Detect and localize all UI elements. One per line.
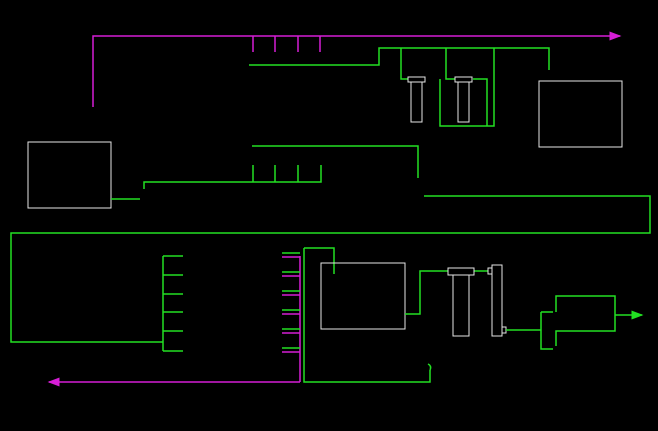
top-green-line: [249, 47, 550, 70]
column-bottom: [447, 267, 475, 337]
left-green-comb: [162, 255, 183, 352]
box-center: [320, 262, 406, 330]
output-network: [506, 295, 616, 350]
vertical-bar: [487, 264, 507, 337]
column-loop-line: [400, 48, 495, 127]
top-magenta-line: [92, 31, 622, 107]
box-top-right: [538, 80, 623, 148]
bottom-hook: [427, 363, 432, 371]
center-to-column-line: [405, 270, 488, 315]
middle-green-upper-line: [252, 145, 419, 178]
right-comb: [282, 252, 301, 382]
center-green-bus: [303, 247, 431, 383]
column-left: [407, 76, 426, 123]
top-magenta-ticks: [252, 36, 321, 52]
large-green-loop: [10, 195, 651, 343]
middle-green-lower-line: [111, 165, 322, 200]
middle-green-ticks: [252, 165, 299, 182]
column-right: [454, 76, 473, 123]
box-left: [27, 141, 112, 209]
